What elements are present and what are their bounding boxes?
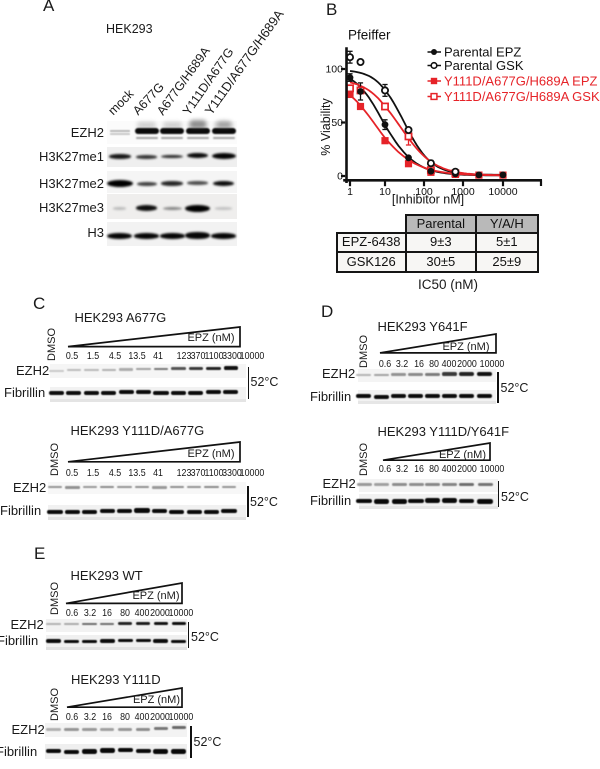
svg-text:Parental GSK: Parental GSK	[444, 58, 524, 73]
svg-text:% Viability: % Viability	[319, 98, 333, 156]
svg-text:Y111D/A677G/H689A GSK: Y111D/A677G/H689A GSK	[444, 89, 600, 104]
svg-text:100: 100	[415, 186, 433, 198]
svg-text:Parental EPZ: Parental EPZ	[444, 44, 521, 59]
svg-text:0: 0	[337, 171, 343, 183]
svg-text:Pfeiffer: Pfeiffer	[348, 28, 391, 43]
svg-text:100: 100	[325, 64, 343, 76]
svg-text:Y111D/A677G/H689A EPZ: Y111D/A677G/H689A EPZ	[444, 73, 598, 88]
svg-text:10: 10	[379, 186, 391, 198]
svg-text:1000: 1000	[451, 186, 475, 198]
svg-text:1: 1	[347, 186, 353, 198]
svg-text:[Inhibitor nM]: [Inhibitor nM]	[392, 193, 464, 207]
svg-text:50: 50	[331, 117, 343, 129]
svg-text:10000: 10000	[488, 186, 517, 198]
